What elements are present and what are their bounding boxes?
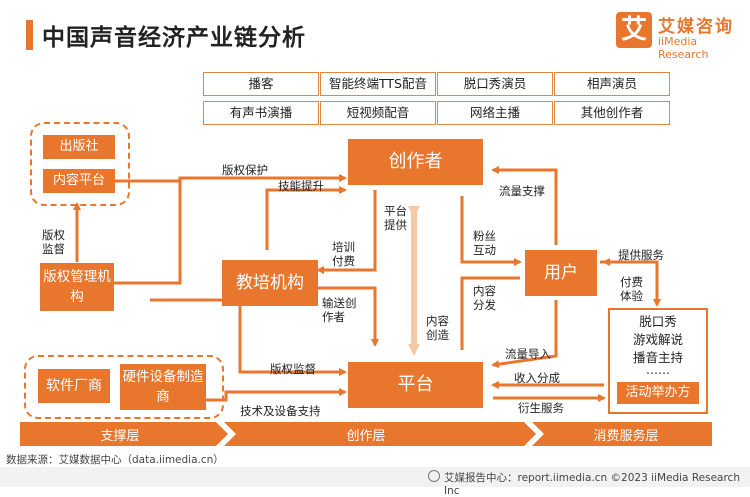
- edge-label-skill-up: 技能提升: [278, 179, 324, 193]
- creator-type-item: 网络主播: [437, 101, 553, 125]
- flow-connectors: [73, 166, 661, 402]
- edge-label-send-creators: 输送创作者: [322, 296, 357, 324]
- edge-label-derivative-service: 衍生服务: [518, 401, 564, 415]
- publisher-node: 出版社: [43, 135, 115, 159]
- creator-type-item: 有声书演播: [203, 101, 319, 125]
- title-accent-bar: [26, 20, 33, 50]
- report-center: 艾媒报告中心：report.iimedia.cn ©2023 iiMedia R…: [444, 472, 740, 497]
- creator-type-item: 智能终端TTS配音: [320, 72, 436, 96]
- edge-label-traffic-support: 流量支撑: [499, 184, 545, 198]
- edge-label-copyright-supervise: 版权监督: [42, 228, 65, 256]
- user-node: 用户: [525, 250, 597, 296]
- page-title: 中国声音经济产业链分析: [42, 25, 306, 51]
- report-center-icon: [428, 470, 440, 482]
- support-group: [24, 355, 224, 419]
- consumer-service-item: 脱口秀: [639, 314, 677, 329]
- creator-type-item: 其他创作者: [554, 101, 670, 125]
- edge-label-traffic-import: 流量导入: [505, 347, 551, 361]
- edge-label-fan-interaction: 粉丝互动: [473, 229, 496, 257]
- brand-logo-icon: 艾: [616, 12, 652, 48]
- training-org-node: 教培机构: [222, 260, 318, 306]
- brand-name-en: iiMedia Research: [658, 35, 709, 61]
- consumer-service-item: 游戏解说: [632, 332, 683, 347]
- layer-consumption: 消费服务层: [593, 429, 659, 444]
- copyright-org-node: 版权管理机构: [40, 263, 114, 311]
- creator-type-item: 相声演员: [554, 72, 670, 96]
- edge-label-training-pay: 培训付费: [332, 240, 355, 268]
- edge-label-content-distribution: 内容分发: [473, 284, 496, 312]
- edge-label-revenue-share: 收入分成: [514, 371, 560, 385]
- edge-label-copyright-protect: 版权保护: [222, 163, 268, 177]
- edge-label-tech-support: 技术及设备支持: [240, 404, 321, 418]
- creator-type-item: 脱口秀演员: [437, 72, 553, 96]
- footer-bar: [0, 467, 750, 487]
- layer-creation: 创作层: [346, 429, 386, 444]
- creator-type-item: 短视频配音: [320, 101, 436, 125]
- edge-label-provide-service: 提供服务: [618, 248, 664, 262]
- software-vendor-node: 软件厂商: [38, 369, 110, 403]
- consumer-service-item: 播音主持: [632, 350, 683, 365]
- edge-label-platform-provide: 平台提供: [384, 204, 407, 232]
- layer-band: [20, 422, 712, 446]
- edge-label-copyright-supervise-platform: 版权监督: [270, 362, 316, 376]
- platform-node: 平台: [348, 362, 483, 408]
- content-platform-node: 内容平台: [43, 169, 115, 193]
- brand-name: 艾媒咨询: [658, 17, 734, 37]
- layer-support: 支撑层: [100, 429, 140, 444]
- creator-node: 创作者: [348, 139, 483, 185]
- edge-label-paid-experience: 付费体验: [620, 275, 643, 303]
- edge-label-content-create: 内容创造: [426, 314, 449, 342]
- consumer-service-item: ……: [646, 363, 670, 377]
- data-source: 数据来源：艾媒数据中心（data.iimedia.cn）: [6, 454, 224, 466]
- event-organizer-node: 活动举办方: [617, 382, 699, 404]
- hardware-maker-node: 硬件设备制造商: [120, 364, 206, 410]
- creator-type-item: 播客: [203, 72, 319, 96]
- publisher-group: [30, 122, 130, 206]
